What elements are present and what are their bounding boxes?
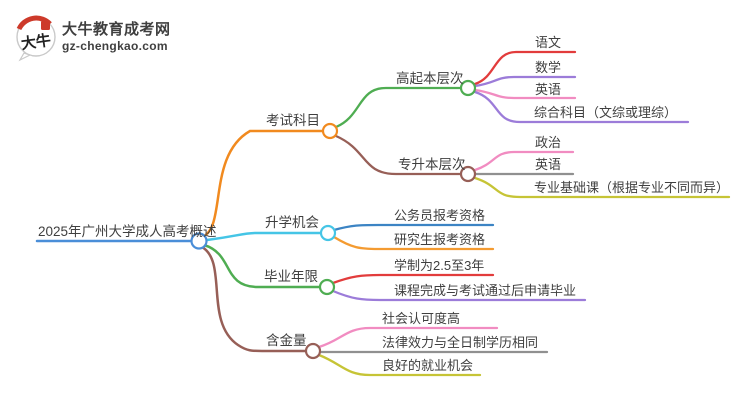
site-url: gz-chengkao.com	[62, 39, 168, 53]
mindmap-edges	[35, 50, 731, 377]
edge-shuxue	[473, 75, 577, 88]
central-topic: 2025年广州大学成人高考概述	[38, 223, 217, 239]
edge-zhengzhi	[473, 150, 575, 172]
node-yanjiusheng: 研究生报考资格	[394, 232, 485, 247]
edge-jiuye-jihui	[317, 353, 482, 377]
logo-seal	[41, 21, 50, 30]
node-shuxue: 数学	[535, 60, 561, 75]
node-exam-subjects: 考试科目	[266, 113, 320, 128]
dot-gaoqiben	[459, 79, 477, 97]
node-yingyu-1: 英语	[535, 82, 561, 97]
dot-gold-content	[304, 342, 322, 360]
node-gongwuyuan: 公务员报考资格	[394, 208, 485, 223]
logo-icon-text: 大牛	[20, 31, 52, 53]
edge-gaoqiben	[334, 86, 463, 129]
edge-shehui-renke	[317, 326, 499, 349]
node-kecheng: 课程完成与考试通过后申请毕业	[394, 283, 576, 298]
node-zhuanshengben: 专升本层次	[398, 157, 466, 172]
node-falv-xiaoli: 法律效力与全日制学历相同	[382, 335, 538, 350]
edge-kecheng	[331, 289, 587, 302]
node-xuezhi: 学制为2.5至3年	[394, 258, 484, 273]
edge-zhuanye-jichuke	[473, 176, 731, 199]
site-name: 大牛教育成考网	[62, 20, 171, 38]
node-shehui-renke: 社会认可度高	[382, 311, 460, 326]
node-gold-content: 含金量	[266, 333, 307, 348]
mindmap-labels: 2025年广州大学成人高考概述 考试科目 升学机会 毕业年限 含金量 高起本层次…	[38, 35, 729, 373]
edge-yanjiusheng	[332, 235, 495, 251]
dot-exam-subjects	[321, 122, 339, 140]
edge-yuwen	[473, 50, 577, 86]
node-zhengzhi: 政治	[535, 135, 561, 150]
edge-zhuanshengben	[334, 134, 463, 176]
edge-xuezhi	[331, 273, 495, 285]
edge-gongwuyuan	[332, 223, 495, 232]
edge-gold-content	[200, 245, 308, 353]
node-yuwen: 语文	[535, 35, 561, 50]
node-further-study: 升学机会	[265, 215, 319, 230]
edge-exam-subjects	[202, 129, 324, 238]
node-zhuanye-jichuke: 专业基础课（根据专业不同而异）	[534, 180, 729, 195]
node-zonghe: 综合科目（文综或理综）	[534, 105, 677, 120]
dot-zhuanshengben	[459, 165, 477, 183]
dot-further-study	[319, 224, 337, 242]
node-graduation-years: 毕业年限	[264, 269, 318, 284]
site-logo: 大牛 大牛教育成考网 gz-chengkao.com	[16, 15, 171, 62]
edge-zonghe	[473, 90, 690, 124]
node-yingyu-2: 英语	[535, 157, 561, 172]
dot-graduation-years	[318, 278, 336, 296]
dot-central	[190, 232, 208, 250]
edge-graduation-years	[202, 243, 322, 289]
edge-further-study	[205, 231, 323, 242]
logo-bubble-tail	[18, 52, 32, 62]
edge-yingyu-1	[473, 88, 577, 100]
mindmap-node-dots	[190, 79, 477, 360]
node-jiuye-jihui: 良好的就业机会	[382, 358, 473, 373]
node-gaoqiben: 高起本层次	[396, 70, 464, 86]
